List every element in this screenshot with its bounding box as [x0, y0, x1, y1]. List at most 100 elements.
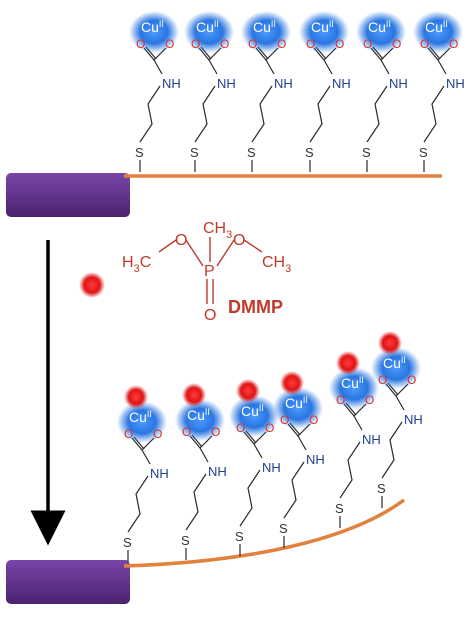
sulfur-atom: S — [335, 501, 344, 516]
cu-ion-glow — [117, 401, 167, 443]
cu-ion-glow — [413, 11, 463, 53]
nh-group: NH — [306, 452, 325, 467]
sulfur-atom: S — [377, 481, 386, 496]
cu-label: CuII — [341, 375, 364, 391]
sulfur-atom: S — [419, 145, 428, 160]
cu-ion-glow — [241, 11, 291, 53]
nh-group: NH — [404, 412, 423, 427]
nh-group: NH — [274, 76, 293, 91]
cu-label: CuII — [383, 355, 406, 371]
carboxyl-oxygen: O — [182, 425, 191, 439]
dmmp-oxygen-right: O — [233, 232, 245, 249]
sulfur-atom: S — [181, 533, 190, 548]
cu-ion-glow — [371, 347, 421, 389]
carboxyl-oxygen: O — [280, 413, 289, 427]
sulfur-atom: S — [279, 521, 288, 536]
cu-label: CuII — [141, 19, 164, 35]
carboxyl-oxygen: O — [211, 425, 220, 439]
carboxyl-oxygen: O — [248, 37, 257, 51]
nh-group: NH — [389, 76, 408, 91]
cantilever-top — [6, 173, 130, 217]
cu-ion-glow — [175, 399, 225, 441]
dmmp-label: DMMP — [228, 297, 283, 317]
carboxyl-oxygen: O — [124, 427, 133, 441]
carboxyl-oxygen: O — [309, 413, 318, 427]
carboxyl-oxygen: O — [378, 373, 387, 387]
carboxyl-oxygen: O — [136, 37, 145, 51]
carboxyl-oxygen: O — [265, 421, 274, 435]
dmmp-methyl: CH3 — [203, 220, 232, 241]
nh-group: NH — [262, 460, 281, 475]
nh-group: NH — [217, 76, 236, 91]
cu-label: CuII — [425, 19, 448, 35]
nh-group: NH — [446, 76, 465, 91]
dmmp-methoxy-left-carbon: H3C — [122, 254, 151, 275]
nh-group: NH — [208, 464, 227, 479]
bound-analyte — [182, 383, 206, 407]
carboxyl-oxygen: O — [277, 37, 286, 51]
cu-ion-glow — [329, 367, 379, 409]
carboxyl-oxygen: O — [449, 37, 458, 51]
nh-group: NH — [362, 432, 381, 447]
carboxyl-oxygen: O — [365, 393, 374, 407]
cu-label: CuII — [311, 19, 334, 35]
carboxyl-oxygen: O — [392, 37, 401, 51]
dmmp-methoxy-right-carbon: CH3 — [262, 254, 291, 275]
analyte-molecule — [79, 272, 105, 298]
carboxyl-oxygen: O — [165, 37, 174, 51]
cu-label: CuII — [368, 19, 391, 35]
bound-analyte — [124, 385, 148, 409]
cu-label: CuII — [253, 19, 276, 35]
nh-group: NH — [162, 76, 181, 91]
dmmp-phosphorus: P — [204, 263, 215, 280]
gold-surface-bent — [123, 498, 406, 568]
dmmp-structure: CH3 H3C O P O CH3 O DMMP — [122, 220, 291, 324]
carboxyl-oxygen: O — [335, 37, 344, 51]
cu-ion-glow — [184, 11, 234, 53]
carboxyl-oxygen: O — [407, 373, 416, 387]
bound-analyte — [280, 371, 304, 395]
cu-label: CuII — [285, 395, 308, 411]
cu-ion-glow — [299, 11, 349, 53]
carboxyl-oxygen: O — [306, 37, 315, 51]
cu-label: CuII — [196, 19, 219, 35]
dmmp-oxygen-left: O — [175, 232, 187, 249]
carboxyl-oxygen: O — [236, 421, 245, 435]
cu-ion-glow — [356, 11, 406, 53]
dmmp-oxygen-double: O — [204, 307, 216, 324]
cu-label: CuII — [187, 407, 210, 423]
sulfur-atom: S — [135, 145, 144, 160]
bound-analyte — [236, 379, 260, 403]
carboxyl-oxygen: O — [336, 393, 345, 407]
carboxyl-oxygen: O — [191, 37, 200, 51]
bound-analyte — [378, 331, 402, 355]
nh-group: NH — [332, 76, 351, 91]
nh-group: NH — [150, 466, 169, 481]
sulfur-atom: S — [123, 535, 132, 550]
cu-ion-glow — [273, 387, 323, 429]
sulfur-atom: S — [235, 529, 244, 544]
carboxyl-oxygen: O — [420, 37, 429, 51]
cantilever-bottom — [6, 560, 130, 604]
cu-label: CuII — [241, 403, 264, 419]
cu-ion-glow — [129, 11, 179, 53]
sulfur-atom: S — [305, 145, 314, 160]
carboxyl-oxygen: O — [153, 427, 162, 441]
cu-ion-glow — [229, 395, 279, 437]
carboxyl-oxygen: O — [363, 37, 372, 51]
